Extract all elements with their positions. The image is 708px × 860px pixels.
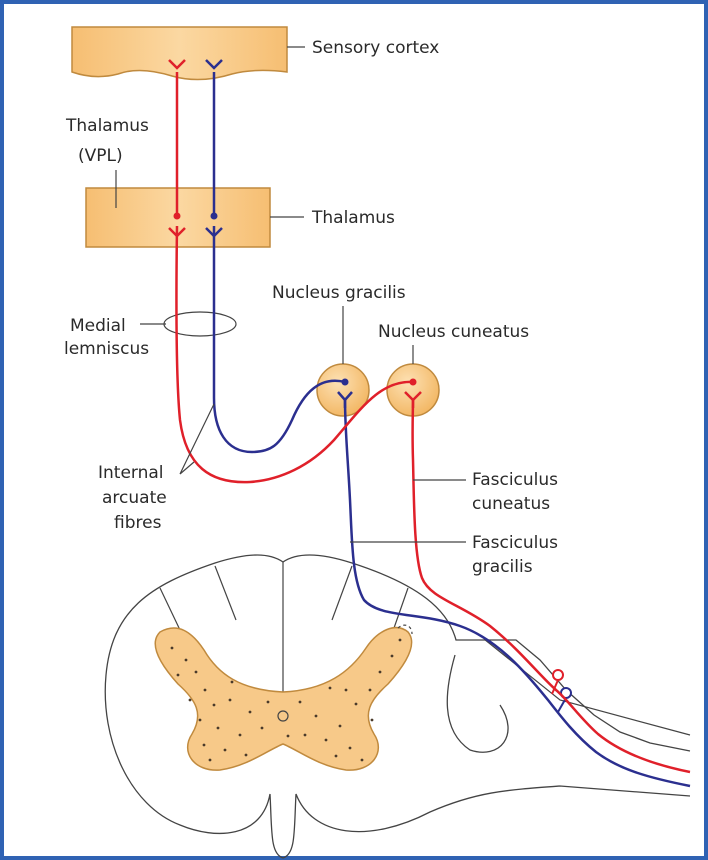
thalamus-label: Thalamus: [311, 208, 395, 228]
fasciculus-cuneatus-label-line1: Fasciculus: [472, 470, 558, 490]
medial-lemniscus-label-line1: Medial: [70, 316, 126, 336]
fasciculus-gracilis-label-line1: Fasciculus: [472, 533, 558, 553]
sensory-cortex-label: Sensory cortex: [312, 38, 439, 58]
internal-arcuate-label-line2: arcuate: [102, 488, 167, 508]
dorsal-root-ganglion-outline: [447, 655, 508, 752]
thalamus-vpl-label-line2: (VPL): [78, 146, 123, 166]
thalamus-vpl-label-line1: Thalamus: [65, 116, 149, 136]
blue-fasciculus-gracilis-fibre: [345, 400, 690, 786]
nucleus-gracilis-label: Nucleus gracilis: [272, 283, 406, 303]
red-fasciculus-cuneatus-fibre: [413, 400, 690, 772]
dorsal-root-outline: [484, 639, 690, 735]
septum-left-outer: [160, 588, 180, 630]
sensory-cortex-block: [72, 27, 287, 80]
spinal-cord-outline: [105, 555, 690, 858]
spinal-cord-outline-lower: [283, 786, 690, 858]
internal-arcuate-label-line1: Internal: [98, 463, 164, 483]
blue-medial-lemniscus-fibre: [214, 226, 345, 452]
red-nucleus-soma: [410, 379, 417, 386]
medial-lemniscus-ring: [164, 312, 236, 336]
posterior-intermediate-septum-right: [332, 566, 352, 620]
red-medial-lemniscus-fibre: [176, 226, 413, 482]
fasciculus-gracilis-label-line2: gracilis: [472, 557, 533, 577]
blue-nucleus-soma: [342, 379, 349, 386]
septum-right-outer: [394, 588, 408, 628]
internal-arcuate-label-line3: fibres: [114, 513, 162, 533]
posterior-intermediate-septum-left: [215, 566, 236, 620]
nucleus-cuneatus-label: Nucleus cuneatus: [378, 322, 529, 342]
fasciculus-cuneatus-label-line2: cuneatus: [472, 494, 550, 514]
red-ganglion-cell: [553, 670, 563, 680]
medial-lemniscus-label-line2: lemniscus: [64, 339, 149, 359]
